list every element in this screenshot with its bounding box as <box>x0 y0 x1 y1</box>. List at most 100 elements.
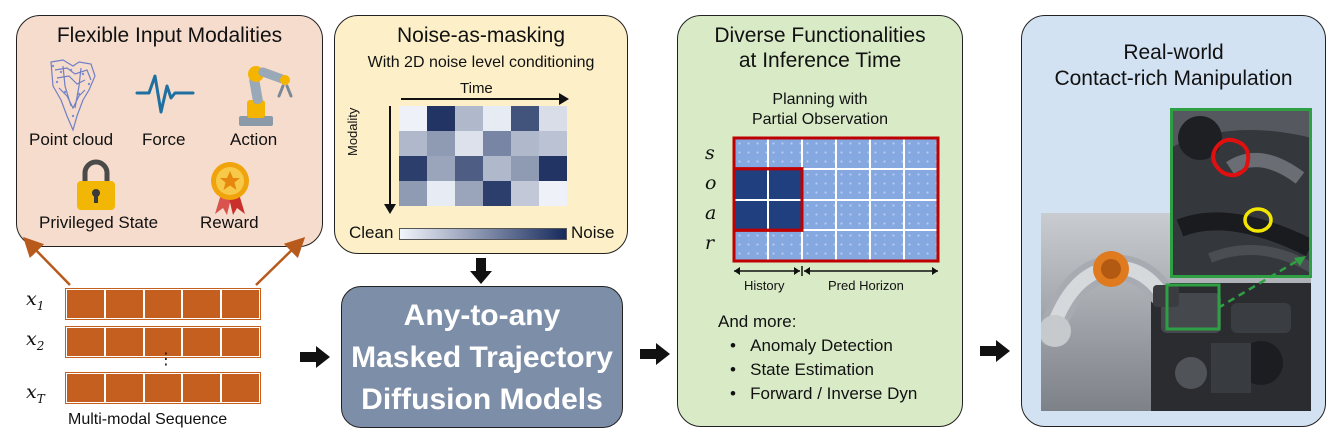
heatmap-cell <box>539 156 567 181</box>
heatmap-cell <box>427 156 455 181</box>
modality-axis-arrow <box>384 106 396 214</box>
heatmap-cell <box>455 156 483 181</box>
heatmap-cell <box>427 106 455 131</box>
planning-grid-cell <box>904 168 938 200</box>
heatmap-cell <box>399 106 427 131</box>
sequence-var-x1: x1 <box>26 288 45 313</box>
history-region-outline <box>732 167 804 232</box>
planning-subtitle-line1: Planning with <box>772 91 868 108</box>
planning-grid-cell <box>768 230 802 261</box>
time-axis-label: Time <box>460 80 493 97</box>
planning-grid-cell <box>802 230 836 261</box>
sequence-row-x2 <box>65 326 261 358</box>
noise-masking-subtitle: With 2D noise level conditioning <box>367 54 595 71</box>
heatmap-cell <box>539 181 567 206</box>
modality-axis-label: Modality <box>345 107 360 156</box>
planning-grid-cell <box>904 138 938 169</box>
time-axis-arrow <box>401 93 569 105</box>
heatmap-cell <box>511 106 539 131</box>
history-label: History <box>744 278 785 293</box>
real-world-title-line2: Contact-rich Manipulation <box>1054 67 1293 90</box>
row-label-s: s <box>705 142 715 164</box>
clean-label: Clean <box>349 223 394 242</box>
heatmap-cell <box>483 131 511 156</box>
bullet-anomaly-detection: • Anomaly Detection <box>730 336 893 355</box>
point-cloud-icon <box>50 59 96 132</box>
and-more-label: And more: <box>718 312 797 331</box>
zoom-connector-arrow <box>1217 256 1306 310</box>
planning-grid-cell <box>802 199 836 231</box>
sequence-row-xT <box>65 372 261 404</box>
arrow-right-icon <box>640 343 670 365</box>
planning-grid-cell <box>836 230 870 261</box>
arrow-right-icon <box>300 346 330 368</box>
sequence-var-x2: x2 <box>26 328 45 353</box>
arrow-down-icon <box>470 258 492 284</box>
horizon-arrows <box>734 266 938 276</box>
reward-label: Reward <box>200 213 259 232</box>
heatmap-cell <box>483 181 511 206</box>
planning-grid-cell <box>768 168 802 200</box>
planning-grid-cell <box>870 199 904 231</box>
prediction-region-outline <box>732 136 940 263</box>
force-label: Force <box>142 130 186 149</box>
medal-icon <box>211 162 249 215</box>
input-modalities-title: Flexible Input Modalities <box>56 24 283 47</box>
heatmap-cell <box>399 181 427 206</box>
bullet-forward-inverse-dyn: • Forward / Inverse Dyn <box>730 384 918 403</box>
heatmap-cell <box>455 106 483 131</box>
row-label-o: o <box>705 172 717 194</box>
noise-label: Noise <box>571 223 615 242</box>
heatmap-cell <box>483 106 511 131</box>
planning-grid-cell <box>768 199 802 231</box>
sequence-label: Multi-modal Sequence <box>68 411 228 428</box>
robot-arm-icon <box>239 66 293 126</box>
heatmap-cell <box>511 181 539 206</box>
heatmap-cell <box>455 181 483 206</box>
heatmap-cell <box>427 181 455 206</box>
heatmap-cell <box>511 156 539 181</box>
privileged-state-label: Privileged State <box>39 213 159 232</box>
functionalities-panel: Diverse Functionalities at Inference Tim… <box>677 15 963 427</box>
planning-grid-cell <box>870 138 904 169</box>
heatmap-cell <box>511 131 539 156</box>
point-cloud-label: Point cloud <box>29 130 114 149</box>
action-label: Action <box>230 130 278 149</box>
real-world-title-line1: Real-world <box>1123 41 1224 64</box>
planning-grid-cell <box>734 230 768 261</box>
planning-grid-cell <box>836 199 870 231</box>
heatmap-cell <box>399 156 427 181</box>
lock-icon <box>77 159 115 210</box>
noise-level-heatmap <box>399 106 567 206</box>
functionalities-title-line1: Diverse Functionalities <box>714 24 926 47</box>
functionalities-title-line2: at Inference Time <box>738 49 902 72</box>
planning-grid-cell <box>904 199 938 231</box>
heatmap-cell <box>483 156 511 181</box>
diffusion-model-panel: Any-to-any Masked Trajectory Diffusion M… <box>341 286 623 428</box>
planning-grid-cell <box>802 168 836 200</box>
row-label-r: r <box>705 232 715 254</box>
zoomed-inset-photo <box>1170 108 1312 278</box>
row-label-a: a <box>705 202 717 224</box>
noise-masking-title: Noise-as-masking <box>396 24 566 47</box>
planning-grid-cell <box>836 168 870 200</box>
heatmap-cell <box>399 131 427 156</box>
model-title-line1: Any-to-any <box>403 299 561 332</box>
force-icon <box>135 74 195 114</box>
planning-grid-cell <box>802 138 836 169</box>
planning-grid-cell <box>836 138 870 169</box>
observed-region-outline <box>732 136 940 263</box>
model-title-line2: Masked Trajectory <box>351 341 613 374</box>
planning-grid-cell <box>870 168 904 200</box>
noise-colorbar <box>399 228 567 240</box>
arrow-right-icon <box>980 340 1010 362</box>
sequence-ellipsis: ⋮ <box>158 351 174 368</box>
planning-grid <box>732 136 940 263</box>
pred-horizon-label: Pred Horizon <box>828 278 904 293</box>
model-title-line3: Diffusion Models <box>361 383 603 416</box>
heatmap-cell <box>455 131 483 156</box>
sequence-row-x1 <box>65 288 261 320</box>
heatmap-cell <box>539 131 567 156</box>
heatmap-cell <box>539 106 567 131</box>
bullet-state-estimation: • State Estimation <box>730 360 874 379</box>
